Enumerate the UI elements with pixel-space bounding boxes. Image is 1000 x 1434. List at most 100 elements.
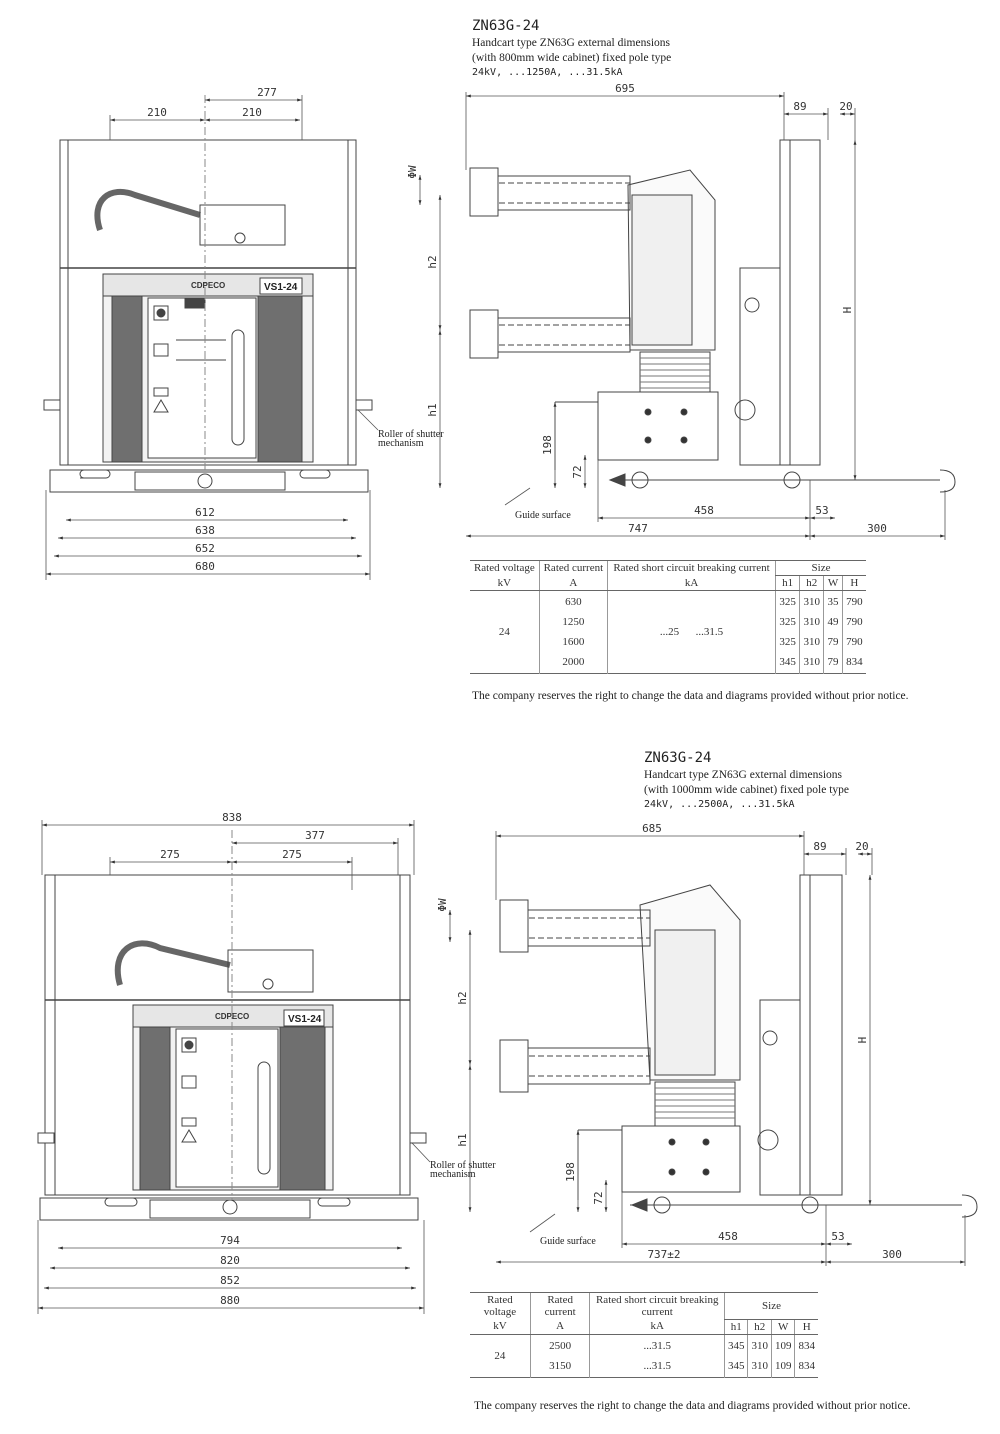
top-h1-3: 345 (779, 656, 796, 668)
bottom-dim-458: 458 (718, 1230, 738, 1243)
top-dim-612: 612 (195, 506, 215, 519)
bottom-brand-label: CDPECO (215, 1012, 249, 1021)
bottom-guide-surface-label: Guide surface (540, 1236, 596, 1247)
bottom-dim-275a: 275 (160, 848, 180, 861)
bottom-th-break-label: Rated short circuit breaking current (595, 1294, 719, 1318)
top-dim-652: 652 (195, 542, 215, 555)
top-lower-contact (469, 309, 499, 359)
top-model-title: ZN63G-24 (472, 18, 540, 34)
bottom-col-w: W (770, 1319, 795, 1335)
top-w-2: 79 (827, 636, 839, 648)
top-unit-voltage: kV (470, 575, 540, 591)
bottom-H-1: 834 (798, 1359, 815, 1372)
bottom-upper-contact (499, 899, 529, 953)
bottom-model-title: ZN63G-24 (644, 750, 712, 766)
top-dim-300: 300 (867, 522, 887, 535)
top-H-0: 790 (846, 596, 863, 608)
top-right-side-panel (257, 295, 303, 463)
bottom-front-view (37, 830, 427, 1221)
bottom-breaking-0: ...31.5 (643, 1339, 671, 1352)
top-rating: 24kV, ...1250A, ...31.5kA (472, 67, 623, 78)
top-dim-210b: 210 (242, 106, 262, 119)
top-header: ZN63G-24 Handcart type ZN63G external di… (472, 18, 671, 80)
bottom-unit-current: A (529, 1319, 590, 1335)
bottom-h1-1: 345 (727, 1359, 745, 1372)
bottom-chassis (621, 1125, 741, 1193)
bottom-spec-table: Rated voltage Rated current Rated short … (470, 1292, 818, 1378)
top-upper-contact (469, 167, 499, 217)
bottom-cell-h1: 345 345 (723, 1334, 748, 1377)
top-dim-458: 458 (694, 504, 714, 517)
bottom-H-0: 834 (798, 1339, 815, 1352)
bottom-breaking-1: ...31.5 (643, 1359, 671, 1372)
top-hook-icon (234, 232, 246, 244)
top-current-0: 630 (565, 596, 582, 608)
top-th-voltage: Rated voltage (470, 560, 540, 576)
top-front-cabinet (59, 139, 357, 466)
bottom-lower-contact (499, 1039, 529, 1093)
bottom-th-break: Rated short circuit breaking current (589, 1292, 725, 1319)
top-upper-arm (489, 175, 631, 211)
bottom-dim-300: 300 (882, 1248, 902, 1261)
bottom-th-size: Size (723, 1292, 818, 1320)
bottom-current-0: 2500 (549, 1339, 572, 1352)
top-rear-panel (779, 139, 821, 466)
bottom-dim-W: ΦW (436, 898, 449, 912)
bottom-right-roller (409, 1132, 427, 1144)
bottom-right-side-panel (279, 1026, 326, 1191)
bottom-dim-89: 89 (813, 840, 826, 853)
top-th-current-label: Rated current (543, 562, 604, 575)
top-cell-currents: 630 1250 1600 2000 (538, 590, 608, 674)
top-h2-0: 310 (803, 596, 820, 608)
bottom-nameplate-box (283, 1009, 325, 1027)
top-current-3: 2000 (562, 656, 585, 668)
top-side-support (739, 267, 781, 466)
top-button-icon-2 (153, 343, 169, 357)
bottom-roller-label: Roller of shutter (430, 1160, 496, 1171)
bottom-side-view (499, 874, 978, 1218)
top-lower-arm (489, 317, 631, 353)
top-warning-icon (153, 399, 169, 413)
top-dim-680: 680 (195, 560, 215, 573)
top-cell-breaking: ...25 ...31.5 (607, 590, 776, 674)
top-dim-89: 89 (793, 100, 806, 113)
top-dim-210a: 210 (147, 106, 167, 119)
bottom-button-icon-2 (181, 1075, 197, 1089)
bottom-h2-0: 310 (751, 1339, 768, 1352)
top-w-0: 35 (827, 596, 839, 608)
bottom-th-current-label: Rated current (544, 1294, 576, 1318)
bottom-lift-hook-icon (762, 1030, 778, 1046)
top-nameplate-label: VS1-24 (264, 282, 298, 293)
bottom-front-wheel (653, 1196, 671, 1214)
bottom-dim-275b: 275 (282, 848, 302, 861)
top-dim-h1: h1 (426, 403, 439, 416)
bottom-dim-852: 852 (220, 1274, 240, 1287)
top-unit-current: A (538, 575, 608, 591)
top-cell-h2: 310 310 310 310 (799, 590, 824, 674)
top-current-1: 1250 (562, 616, 585, 628)
top-current-2: 1600 (562, 636, 585, 648)
bottom-nameplate-label: VS1-24 (288, 1014, 322, 1025)
bottom-dim-820: 820 (220, 1254, 240, 1267)
top-side-hole (734, 399, 756, 421)
bottom-lower-arm (519, 1047, 651, 1085)
top-front-view (43, 95, 373, 493)
bottom-disclaimer: The company reserves the right to change… (474, 1400, 911, 1412)
bottom-dim-794: 794 (220, 1234, 240, 1247)
bottom-base-frame (39, 1197, 419, 1221)
top-cable-chain (94, 188, 201, 231)
bottom-bellows (654, 1081, 736, 1127)
top-h1-1: 325 (779, 616, 796, 628)
top-guide-surface-label: Guide surface (515, 510, 571, 521)
bottom-th-voltage-label: Rated voltage (483, 1294, 517, 1318)
bottom-side-support (759, 999, 801, 1196)
bottom-hook-icon (262, 978, 274, 990)
top-col-H: H (841, 575, 866, 591)
top-dim-20: 20 (839, 100, 852, 113)
bottom-th-voltage: Rated voltage (470, 1292, 531, 1319)
bottom-subtitle-1: Handcart type ZN63G external dimensions (644, 769, 842, 781)
top-spec-table: Rated voltage Rated current Rated short … (470, 560, 866, 674)
top-cell-H: 790 790 790 834 (841, 590, 866, 674)
bottom-dim-880: 880 (220, 1294, 240, 1307)
